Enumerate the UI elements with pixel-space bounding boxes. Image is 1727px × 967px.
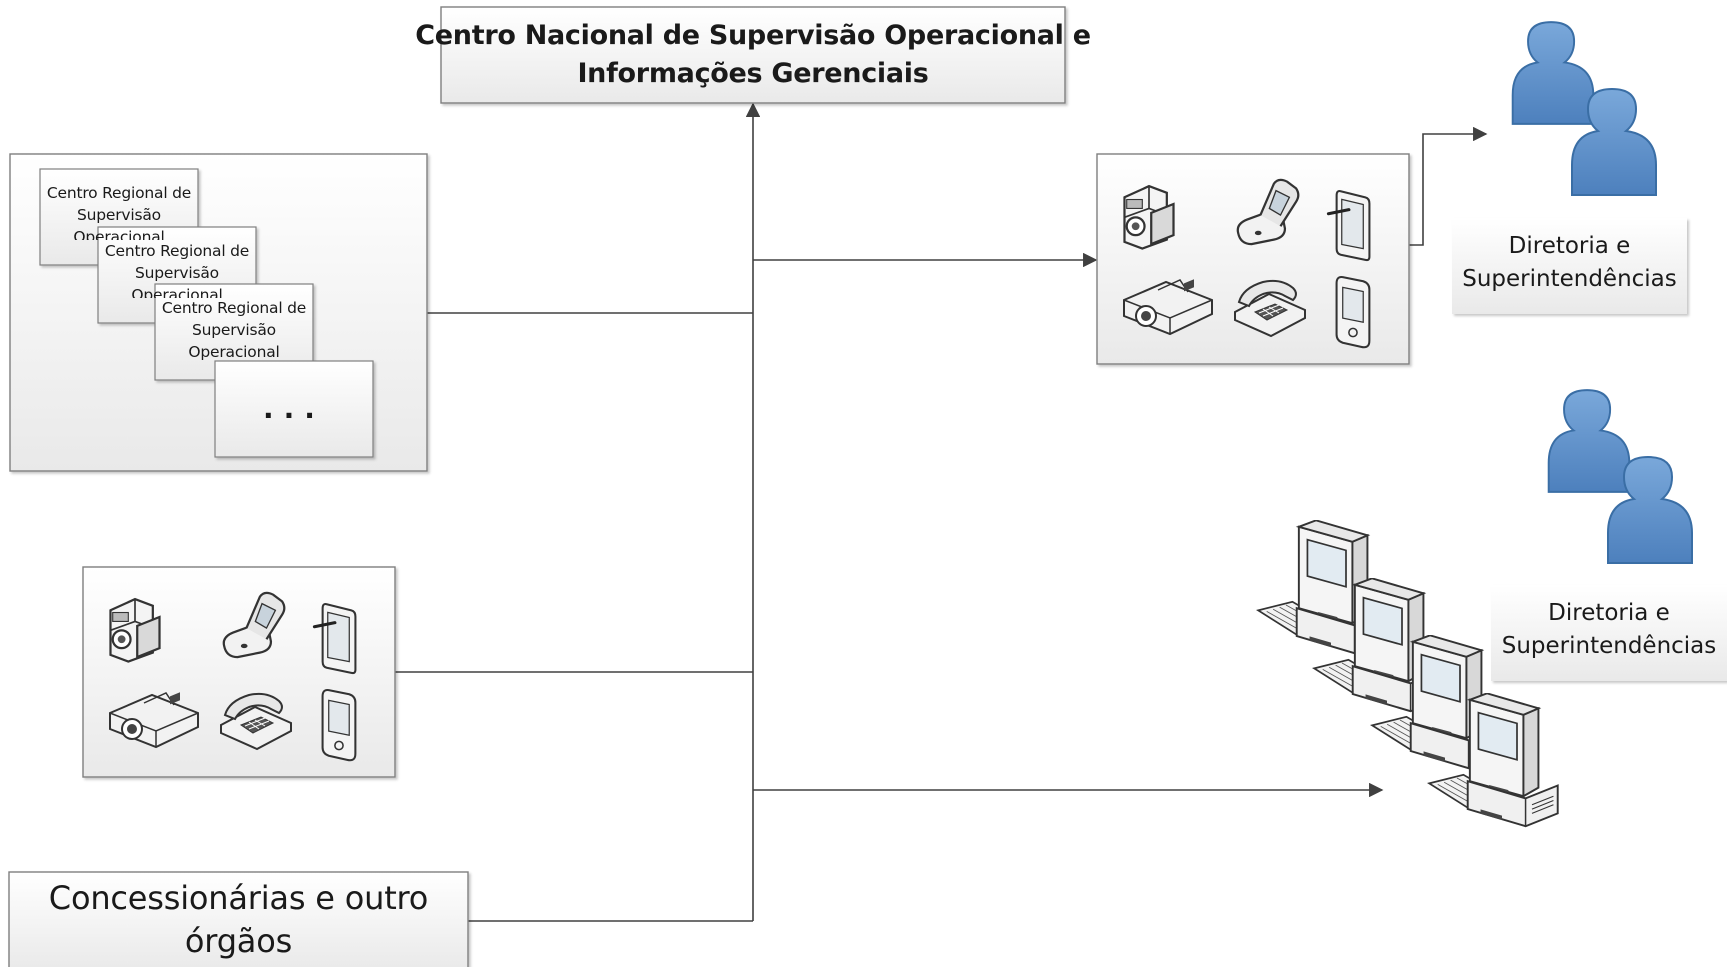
concessionarias-line2: órgãos <box>184 921 293 960</box>
more-centers-ellipsis: ... <box>263 392 325 425</box>
pda-icon <box>321 688 357 762</box>
regional-center-label-3-clip: Centro Regional de Supervisão Operaciona… <box>155 297 313 363</box>
connectors <box>395 102 1488 922</box>
regional-center-label-2: Centro Regional de Supervisão Operaciona… <box>104 242 250 298</box>
regional-center-label-2-clip: Centro Regional de Supervisão Operaciona… <box>98 240 256 298</box>
devices-panel-right <box>1096 153 1410 365</box>
national-center-line1: Centro Nacional de Supervisão Operaciona… <box>415 20 1091 51</box>
devices-panel-left <box>82 566 396 778</box>
regional-center-label-1: Centro Regional de Supervisão Operaciona… <box>46 184 192 240</box>
directorate-bottom-label-bg <box>1491 585 1727 681</box>
directorate-top-label-bg <box>1452 218 1687 314</box>
directorate-bottom-label: Diretoria e Superintendências <box>1501 600 1717 659</box>
person-icon <box>1511 21 1595 125</box>
video-camera-icon <box>109 597 161 663</box>
devices-to-directorate-arrow <box>1409 126 1488 246</box>
directorate-top-label: Diretoria e Superintendências <box>1462 233 1677 292</box>
concessionarias-box <box>8 871 469 967</box>
national-center-box <box>440 6 1066 104</box>
regional-center-label-3: Centro Regional de Supervisão Operaciona… <box>161 299 307 361</box>
concessionarias-label: Concessionárias e outro órgãos <box>9 872 468 967</box>
national-center-line2: Informações Gerenciais <box>577 58 929 89</box>
pda-icon <box>1335 275 1371 349</box>
concessionarias-line1: Concessionárias e outro <box>48 878 429 917</box>
person-icon <box>1547 389 1631 493</box>
national-center-title: Centro Nacional de Supervisão Operaciona… <box>415 7 1091 103</box>
regional-center-label-1-clip: Centro Regional de Supervisão Operaciona… <box>40 182 198 240</box>
more-centers-card <box>214 360 374 458</box>
video-camera-icon <box>1123 184 1175 250</box>
